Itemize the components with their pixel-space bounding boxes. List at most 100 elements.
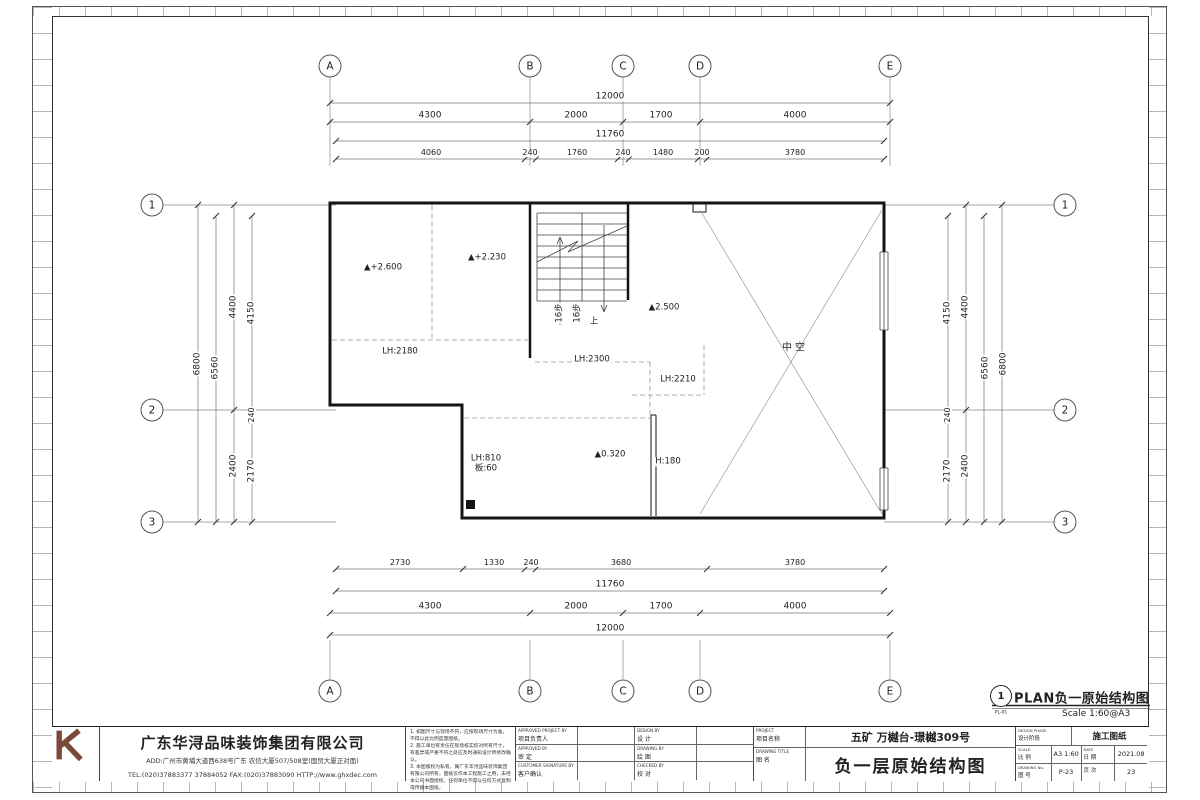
dim-label: 11760 [594, 129, 626, 140]
grid-bubble-col-b-bottom: B [518, 679, 542, 703]
dim-label: 240 [521, 148, 539, 157]
signature-cell [697, 745, 754, 763]
drawing-info-section: DESIGN PHASE 设计阶段 施工图纸 SCALE 比 例 A3 1:60… [1016, 727, 1147, 781]
ceiling-height-label: LH:2300 [573, 354, 611, 365]
signature-cell [578, 762, 635, 781]
grid-bubble-row-3-right: 3 [1053, 510, 1077, 534]
frame-ticks [33, 7, 1166, 16]
grid-bubble-row-2-left: 2 [140, 398, 164, 422]
grid-bubble-col-e-top: E [878, 54, 902, 78]
dim-label: 4000 [782, 601, 808, 612]
drawing-no-label: DRAWING No. 图 号 [1016, 763, 1052, 781]
company-logo [52, 727, 100, 781]
dim-label: 2730 [388, 558, 412, 567]
grid-bubble-col-e-bottom: E [878, 679, 902, 703]
grid-bubble-col-a-top: A [318, 54, 342, 78]
signature-cell [697, 727, 754, 745]
dim-label: 3680 [609, 558, 633, 567]
dim-label: 240 [614, 148, 632, 157]
dim-label: 4300 [417, 601, 443, 612]
dim-label: 12000 [594, 91, 626, 102]
dim-label: 240 [522, 558, 540, 567]
elevation-label: ▲+2.230 [467, 252, 507, 263]
dim-label: 12000 [594, 623, 626, 634]
dim-label: 2000 [563, 110, 589, 121]
frame-ticks [1149, 7, 1166, 792]
sheet-no-label: 页 次 [1082, 763, 1116, 781]
company-address: ADD:广州市黄埔大道西638号广东 农信大厦507/508室(国贸大厦正对面) [146, 757, 359, 765]
dim-label: 2400 [960, 453, 971, 479]
height-label: H:180 [654, 456, 682, 467]
dim-label: 4300 [417, 110, 443, 121]
frame-ticks [33, 7, 52, 792]
project-name: 五矿 万樾台-璟樾309号 [850, 731, 971, 744]
company-info: 广东华浔品味装饰集团有限公司 ADD:广州市黄埔大道西638号广东 农信大厦50… [100, 727, 406, 781]
stair-steps-label: 16步 [554, 302, 565, 324]
project-label: PROJECT 项目名称 [754, 727, 806, 747]
grid-bubble-row-2-right: 2 [1053, 398, 1077, 422]
grid-bubble-col-d-bottom: D [688, 679, 712, 703]
elevation-label: ▲2.500 [647, 302, 681, 313]
stair-up-label: 上 [588, 316, 600, 327]
dim-label: 2170 [942, 458, 953, 484]
grid-bubble-row-1-right: 1 [1053, 193, 1077, 217]
dim-label: 1480 [651, 148, 675, 157]
dim-label: 1700 [648, 110, 674, 121]
frame-ticks [33, 782, 1166, 792]
design-phase-label: DESIGN PHASE 设计阶段 [1016, 727, 1072, 745]
void-label: 中空 [782, 342, 808, 354]
dim-label: 240 [943, 406, 952, 424]
project-title-section: PROJECT 项目名称 五矿 万樾台-璟樾309号 DRAWING TITLE… [754, 727, 1016, 781]
dim-label: 200 [693, 148, 711, 157]
scale-label: SCALE 比 例 [1016, 746, 1052, 763]
slab-label: 板:60 [473, 463, 499, 474]
design-phase-value: 施工图纸 [1092, 732, 1127, 742]
dim-label: 4000 [782, 110, 808, 121]
dim-label: 4400 [228, 294, 239, 320]
note-line: 3. 本图版权为私有，属广东华浔品味装饰集团有限公司所有，图纸仅作本工程施工之用… [410, 764, 511, 791]
dim-label: 1760 [565, 148, 589, 157]
scale-value: A3 1:60 [1052, 746, 1082, 763]
dim-label: 2000 [563, 601, 589, 612]
grid-bubble-col-b-top: B [518, 54, 542, 78]
plan-ref-bubble: 1 [990, 685, 1012, 707]
ceiling-height-label: LH:2210 [659, 374, 697, 385]
dim-label: 1700 [648, 601, 674, 612]
drawing-title-label: DRAWING TITLE 图 名 [754, 748, 806, 781]
note-line: 1. 如图尺寸与现场不符，应按现场尺寸为准，不得以此比例度量图纸。 [410, 730, 508, 742]
elevation-label: ▲+2.600 [363, 262, 403, 273]
company-name: 广东华浔品味装饰集团有限公司 [140, 734, 365, 752]
note-line: 2. 施工单位有责任在现场核实校对所有尺寸，有差异或严重不符之处应及时通知设计师… [410, 743, 511, 763]
ceiling-height-label: LH:2180 [381, 346, 419, 357]
grid-bubble-col-c-top: C [611, 54, 635, 78]
title-block: 广东华浔品味装饰集团有限公司 ADD:广州市黄埔大道西638号广东 农信大厦50… [52, 726, 1149, 791]
dim-label: 6560 [210, 355, 221, 381]
dim-label: 2400 [228, 453, 239, 479]
stair-steps-label: 16步 [572, 302, 583, 324]
dim-label: 240 [247, 406, 256, 424]
drawing-title: 负一层原始结构图 [834, 757, 987, 777]
company-contact: TEL:(020)37883377 37884052 FAX:(020)3788… [128, 771, 377, 780]
grid-bubble-col-d-top: D [688, 54, 712, 78]
grid-bubble-row-1-left: 1 [140, 193, 164, 217]
dim-label: 6560 [980, 355, 991, 381]
grid-bubble-row-3-left: 3 [140, 510, 164, 534]
dim-label: 6800 [998, 351, 1009, 377]
ceiling-height-label: LH:810 [469, 453, 503, 464]
plan-ref-title: PLAN负一原始结构图 [1014, 691, 1150, 707]
elevation-label: ▲0.320 [593, 449, 627, 460]
sheet-outer-frame [32, 6, 1167, 793]
grid-bubble-col-c-bottom: C [611, 679, 635, 703]
date-value: 2021.08 [1117, 750, 1145, 759]
general-notes: 1. 如图尺寸与现场不符，应按现场尺寸为准，不得以此比例度量图纸。 2. 施工单… [406, 727, 516, 791]
grid-bubble-col-a-bottom: A [318, 679, 342, 703]
dim-label: 4150 [942, 300, 953, 326]
date-label: DATE 日 期 [1082, 746, 1116, 763]
dim-label: 4400 [960, 294, 971, 320]
